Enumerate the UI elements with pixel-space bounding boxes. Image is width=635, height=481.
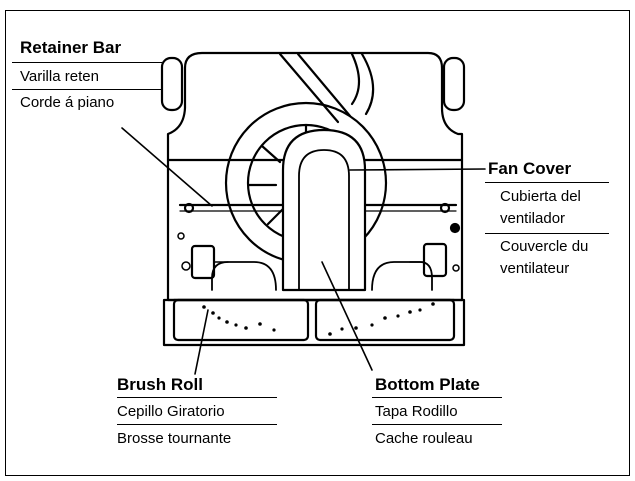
- leader-fan-cover: [349, 168, 486, 171]
- fan-cover-spanish-2: ventilador: [500, 210, 566, 227]
- leader-bottom-plate: [321, 261, 373, 371]
- fan-cover-rule-1: [485, 182, 609, 183]
- leader-retainer-bar: [121, 127, 213, 207]
- leader-brush-roll: [194, 309, 209, 375]
- upper-housing: [166, 51, 464, 162]
- hose-channel-mid: [296, 52, 352, 118]
- brush-roll-compartment-right: [314, 298, 456, 342]
- brush-roll-rule-2: [117, 424, 277, 425]
- hose-channel-left: [278, 52, 340, 124]
- latch-left: [190, 244, 216, 280]
- retainer-clip-right: [439, 202, 451, 214]
- brush-roll-french: Brosse tournante: [117, 430, 232, 447]
- bottom-plate-french: Cache rouleau: [375, 430, 473, 447]
- retainer-bar-title: Retainer Bar: [20, 38, 122, 57]
- left-wheel: [160, 56, 184, 112]
- right-wheel: [442, 56, 466, 112]
- fan-cover-rule-2: [485, 233, 609, 234]
- bottom-plate-channel: [281, 128, 367, 292]
- latch-right: [422, 242, 448, 278]
- retainer-bar-rule-1: [12, 62, 162, 63]
- hose-channel-right-b: [360, 52, 375, 116]
- base-body: [162, 298, 466, 347]
- fan-cover-french-2: ventilateur: [500, 260, 570, 277]
- bottom-plate-rule-2: [372, 424, 502, 425]
- brush-roll-bristles: [202, 302, 435, 336]
- brush-roll-rule-1: [117, 397, 277, 398]
- brush-roll-title: Brush Roll: [117, 375, 203, 394]
- hose-channel-right-a: [350, 52, 361, 106]
- retainer-bar-spanish: Varilla reten: [20, 68, 99, 85]
- fan-cover-spanish-1: Cubierta del: [500, 188, 581, 205]
- bottom-plate-title: Bottom Plate: [375, 375, 480, 394]
- brush-roll-compartment-left: [172, 298, 310, 342]
- diagram-frame: [5, 10, 630, 476]
- fan-cover-title: Fan Cover: [488, 159, 572, 178]
- fan-cover-french-1: Couvercle du: [500, 238, 589, 255]
- retainer-bar-rule-2: [12, 89, 162, 90]
- brush-roll-spanish: Cepillo Giratorio: [117, 403, 225, 420]
- bottom-plate-rule-1: [372, 397, 502, 398]
- retainer-bar-french: Corde á piano: [20, 94, 115, 111]
- retainer-clip-left: [183, 202, 195, 214]
- bottom-plate-spanish: Tapa Rodillo: [375, 403, 458, 420]
